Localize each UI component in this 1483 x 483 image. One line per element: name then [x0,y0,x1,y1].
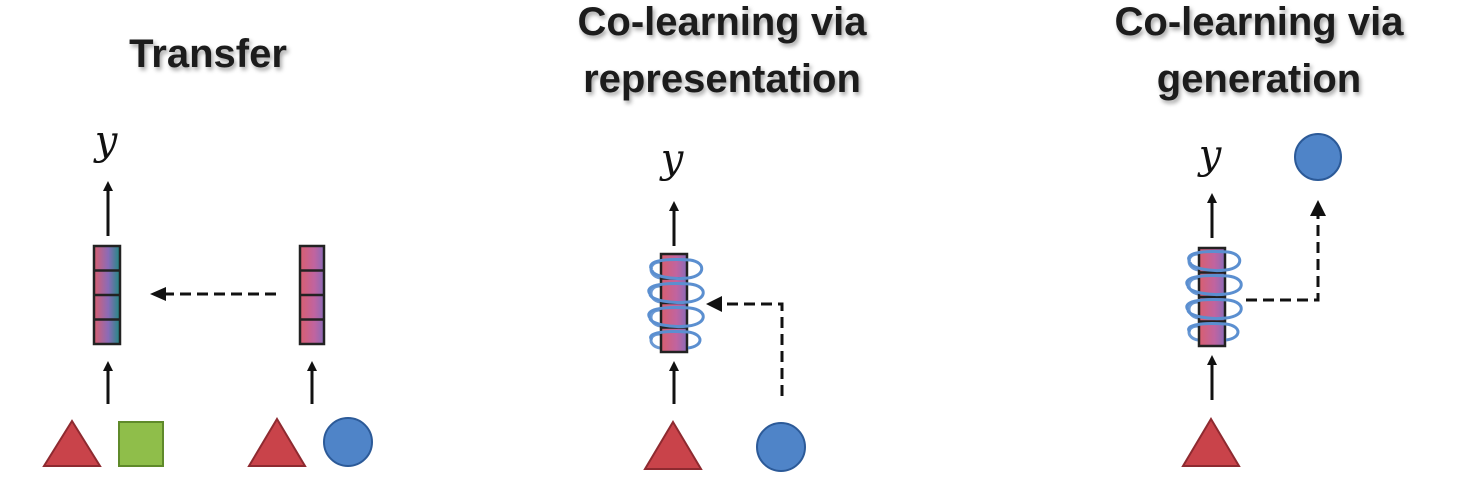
coil-icon [647,258,705,350]
circle-icon [756,422,806,472]
output-label-y: y [1197,132,1223,178]
panel-colearning-representation: Co-learning via representation y [578,0,868,472]
circle-icon [323,417,373,467]
panel-title-line-1: Co-learning via [1115,0,1405,44]
panel-colearning-generation: Co-learning via generation y [1115,0,1405,467]
output-label-y: y [93,118,119,164]
triangle-icon [643,420,703,470]
panel-title-line-2: representation [583,57,861,101]
target-representation-vector [92,244,122,346]
generation-dashed-arrow [1246,216,1320,302]
panel-title-transfer: Transfer [129,32,287,76]
coil-icon [1185,250,1243,342]
colearning-dashed-arrow [722,302,784,396]
panel-transfer: Transfer y [42,32,373,467]
shared-representation-vector [1197,246,1227,348]
colearning-arrowhead [706,296,722,312]
generation-arrowhead [1310,200,1326,216]
panel-title-line-1: Co-learning via [578,0,868,44]
panel-title-line-2: generation [1157,57,1361,101]
triangle-icon [1181,417,1241,467]
triangle-icon [42,419,102,467]
square-icon [118,421,164,467]
triangle-icon [247,417,307,467]
generated-circle-icon [1294,133,1342,181]
output-label-y: y [659,136,685,182]
source-representation-vector [298,244,326,346]
